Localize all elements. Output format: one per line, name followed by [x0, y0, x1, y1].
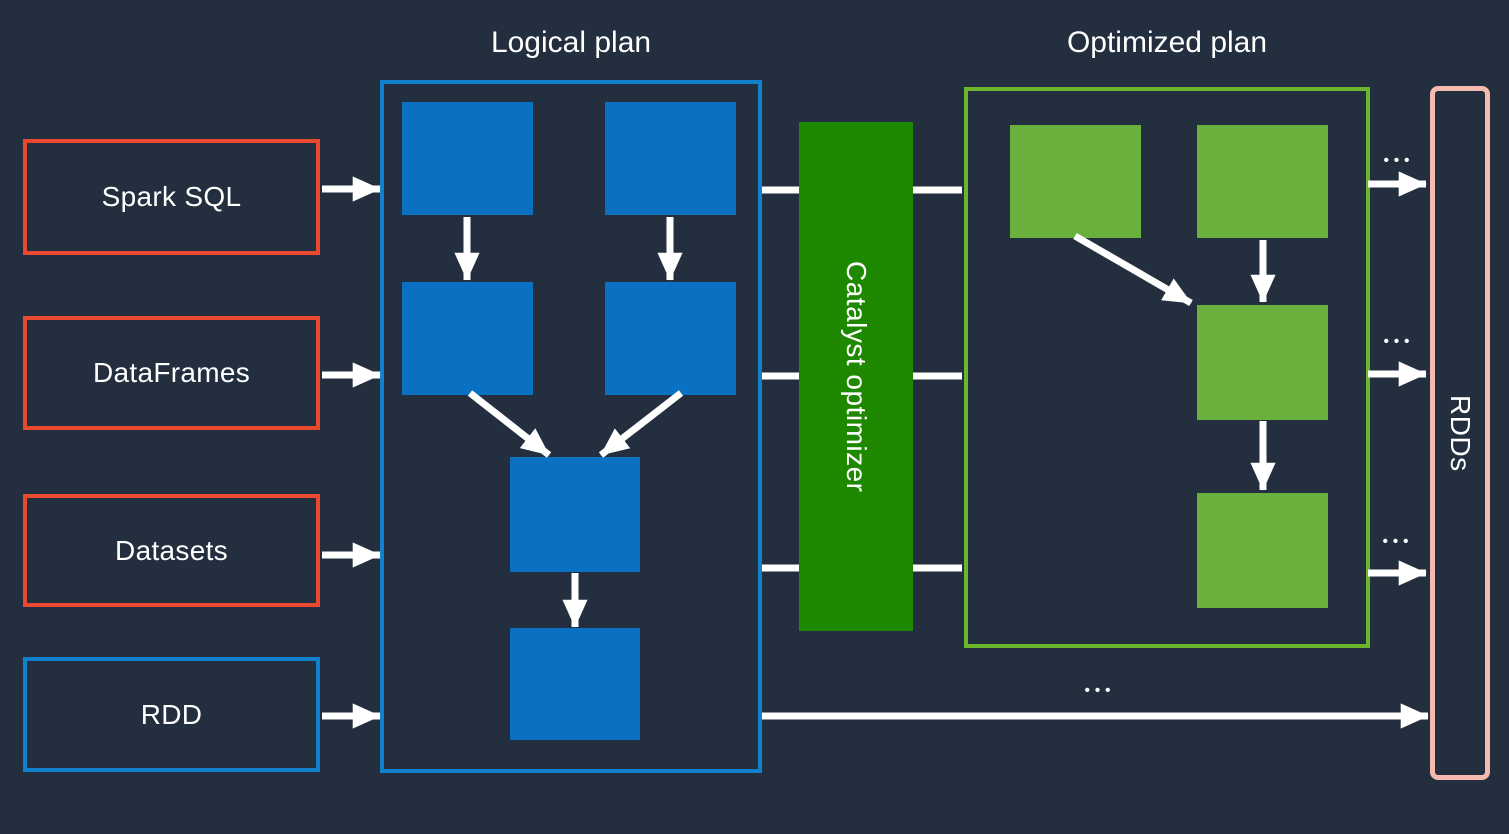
input-label-rdd: RDD — [140, 698, 203, 730]
optimized-plan-node — [1010, 125, 1141, 238]
input-box-dataframes: DataFrames — [23, 316, 320, 430]
ellipsis-dots-bypass: ••• — [1084, 682, 1116, 699]
rdds-label: RDDs — [1445, 394, 1476, 472]
ellipsis-dots-middle: ••• — [1383, 333, 1415, 350]
logical-plan-node — [402, 282, 533, 395]
logical-plan-node — [510, 628, 640, 740]
optimized-plan-title: Optimized plan — [1066, 26, 1268, 59]
catalyst-optimizer-label: Catalyst optimizer — [841, 260, 872, 493]
logical-plan-node — [605, 102, 736, 215]
rdds-output-box: RDDs — [1430, 86, 1490, 780]
logical-plan-container — [380, 80, 762, 773]
logical-plan-node — [510, 457, 640, 572]
input-label-datasets: Datasets — [115, 534, 228, 566]
optimized-plan-node — [1197, 125, 1328, 238]
catalyst-optimizer-bar: Catalyst optimizer — [799, 122, 913, 631]
optimized-plan-node — [1197, 493, 1328, 608]
optimized-plan-container — [964, 87, 1370, 648]
input-box-spark-sql: Spark SQL — [23, 139, 320, 255]
ellipsis-dots-bottom: ••• — [1382, 533, 1414, 550]
ellipsis-dots-top: ••• — [1383, 152, 1415, 169]
input-box-rdd: RDD — [23, 657, 320, 772]
logical-plan-node — [605, 282, 736, 395]
input-label-dataframes: DataFrames — [92, 357, 251, 388]
input-box-datasets: Datasets — [23, 494, 320, 607]
logical-plan-node — [402, 102, 533, 215]
input-label-spark-sql: Spark SQL — [101, 181, 242, 212]
logical-plan-title: Logical plan — [490, 26, 652, 59]
optimized-plan-node — [1197, 305, 1328, 420]
